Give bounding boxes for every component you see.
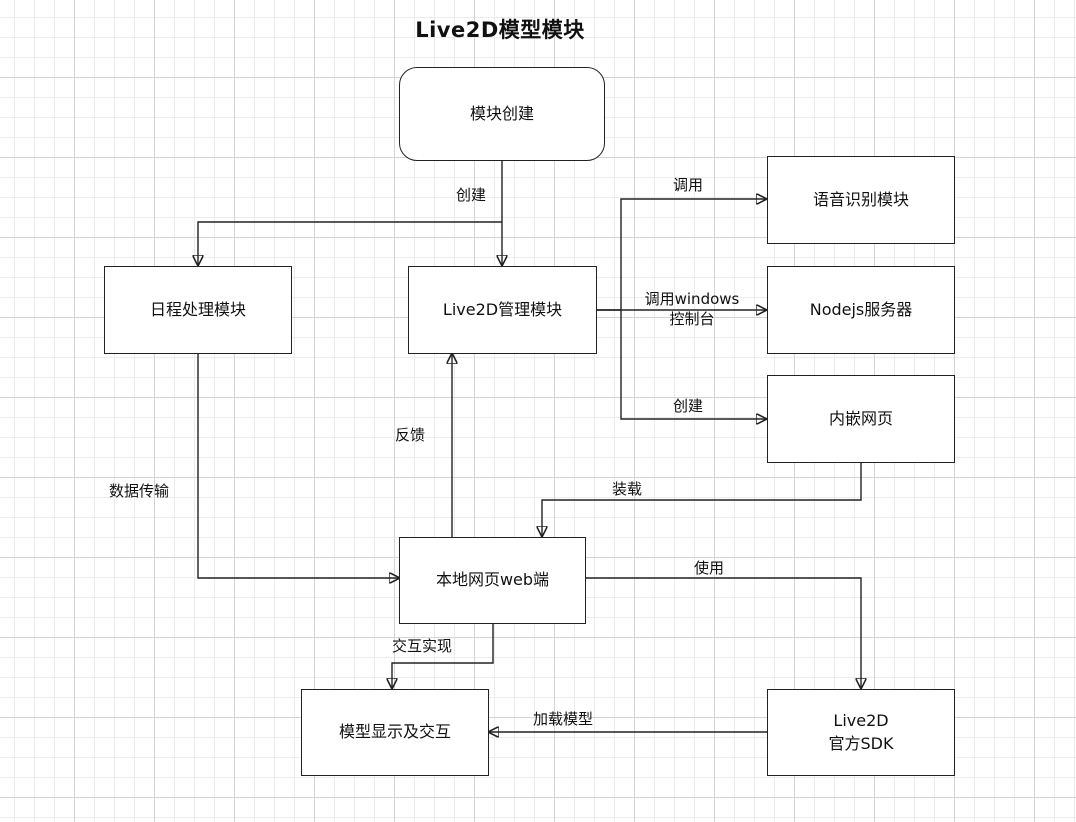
label-create-top: 创建 bbox=[456, 186, 487, 204]
edge-manager-to-embedded bbox=[620, 310, 766, 419]
label-interaction: 交互实现 bbox=[392, 637, 453, 655]
edge-create-to-schedule bbox=[198, 221, 502, 265]
node-live2d-manager: Live2D管理模块 bbox=[408, 266, 597, 354]
node-model-display: 模型显示及交互 bbox=[301, 689, 489, 776]
label-create-embedded: 创建 bbox=[673, 397, 704, 415]
edge-local-web-to-sdk bbox=[585, 577, 861, 688]
edge-local-web-to-display bbox=[392, 623, 494, 688]
label-data-transfer: 数据传输 bbox=[109, 482, 170, 500]
node-schedule: 日程处理模块 bbox=[104, 266, 292, 354]
node-live2d-sdk: Live2D 官方SDK bbox=[767, 689, 955, 776]
node-embedded-page: 内嵌网页 bbox=[767, 375, 955, 463]
label-load-model: 加载模型 bbox=[533, 710, 594, 728]
node-module-create: 模块创建 bbox=[399, 67, 605, 161]
label-feedback: 反馈 bbox=[395, 426, 426, 444]
diagram-title: Live2D模型模块 bbox=[415, 18, 585, 42]
node-speech-recognition: 语音识别模块 bbox=[767, 156, 955, 244]
label-call-windows-console: 调用windows 控制台 bbox=[644, 290, 740, 329]
node-nodejs-server: Nodejs服务器 bbox=[767, 266, 955, 354]
node-local-web: 本地网页web端 bbox=[399, 537, 586, 624]
label-use: 使用 bbox=[694, 559, 725, 577]
edge-schedule-to-local-web bbox=[197, 353, 399, 578]
label-load: 装载 bbox=[612, 480, 643, 498]
label-call-speech: 调用 bbox=[673, 176, 704, 194]
edge-embedded-to-local-web bbox=[542, 463, 862, 536]
